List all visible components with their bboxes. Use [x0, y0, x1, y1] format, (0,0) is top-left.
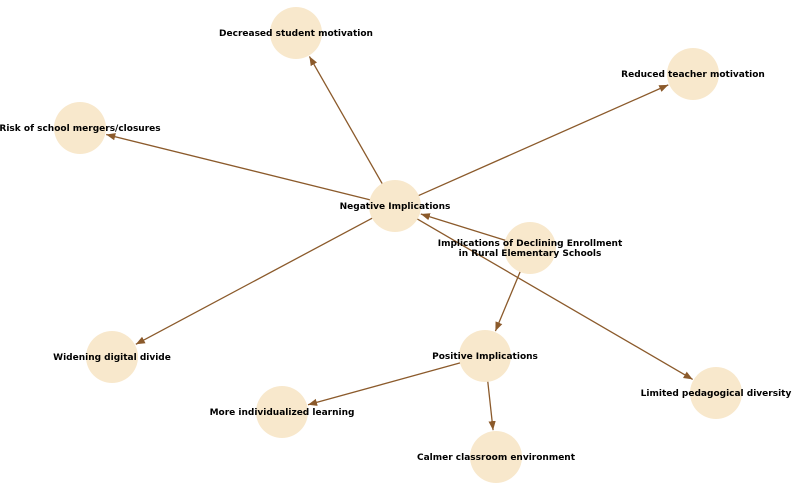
- node-label-positive: Positive Implications: [432, 352, 538, 362]
- node-label-pedagogical: Limited pedagogical diversity: [641, 389, 792, 399]
- node-circle: [504, 222, 556, 274]
- node-label-individualized: More individualized learning: [210, 408, 355, 418]
- node-label-negative: Negative Implications: [340, 202, 451, 212]
- node-label-risk-mergers: Risk of school mergers/closures: [0, 124, 161, 134]
- node-reduced-teacher: [667, 48, 719, 100]
- node-circle: [667, 48, 719, 100]
- edge-negative-to-reduced_teacher: [416, 84, 669, 197]
- node-label-decreased-motivation: Decreased student motivation: [219, 29, 373, 39]
- node-circle: [54, 102, 106, 154]
- node-label-digital-divide: Widening digital divide: [53, 353, 171, 363]
- edge-negative-to-decreased_motivation: [308, 56, 384, 186]
- node-circle: [369, 180, 421, 232]
- node-circle: [690, 367, 742, 419]
- node-circle: [270, 7, 322, 59]
- node-label-reduced-teacher: Reduced teacher motivation: [621, 70, 765, 80]
- node-circle: [86, 331, 138, 383]
- edge-root-to-negative: [420, 213, 508, 242]
- edge-negative-to-risk_mergers: [106, 133, 372, 201]
- edge-root-to-positive: [494, 269, 522, 332]
- node-decreased-motivation: [270, 7, 322, 59]
- edge-negative-to-pedagogical: [415, 217, 694, 380]
- edges-layer: [106, 56, 694, 431]
- node-circle: [459, 330, 511, 382]
- node-circle: [470, 431, 522, 483]
- edge-positive-to-calmer: [486, 379, 496, 431]
- node-risk-mergers: [54, 102, 106, 154]
- node-negative: [369, 180, 421, 232]
- node-digital-divide: [86, 331, 138, 383]
- node-calmer: [470, 431, 522, 483]
- node-label-calmer: Calmer classroom environment: [417, 453, 576, 463]
- node-root: [504, 222, 556, 274]
- node-positive: [459, 330, 511, 382]
- node-circle: [256, 386, 308, 438]
- node-individualized: [256, 386, 308, 438]
- node-pedagogical: [690, 367, 742, 419]
- edge-negative-to-digital_divide: [135, 216, 375, 345]
- edge-positive-to-individualized: [307, 361, 463, 406]
